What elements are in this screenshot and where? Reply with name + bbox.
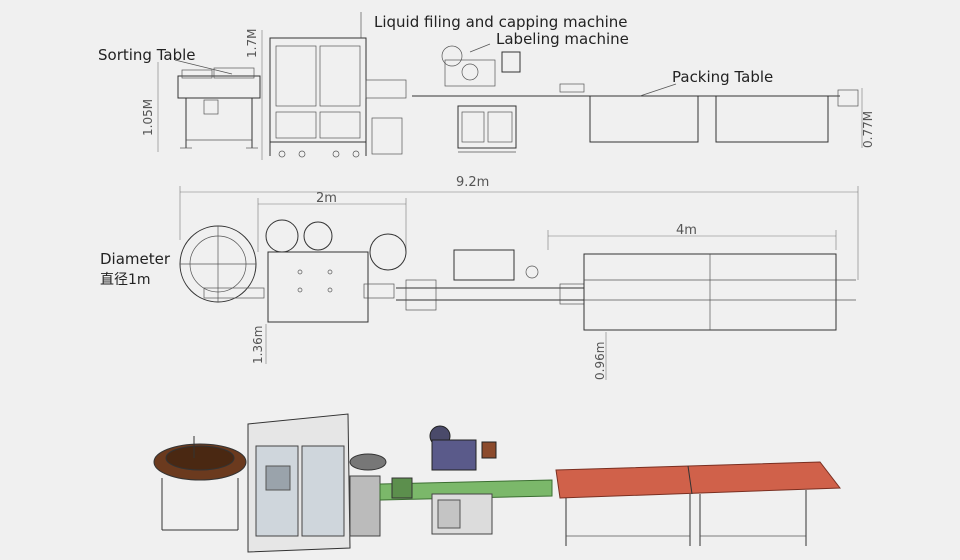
sorter-disc-plan [179,225,265,303]
labeling-machine-label: Labeling machine [496,30,629,48]
dim-packing-depth: 0.96m [593,342,607,380]
sorting-table-elevation [177,67,261,149]
labeling-elevation [412,45,540,153]
sorter-render [153,436,247,531]
dim-total-length: 9.2m [456,175,489,190]
filler-plan [257,198,407,364]
diameter-label: Diameter [100,250,171,268]
diameter-cn-label: 直径1m [100,271,151,288]
conveyor-plan [396,249,585,311]
dim-h-packing: 0.77M [861,111,875,148]
filling-capping-elevation [269,37,407,158]
packing-table-elevation [540,83,859,143]
sorting-table-label: Sorting Table [98,46,196,64]
dim-h-sorting: 1.05M [141,99,155,136]
conveyor-render [379,477,553,501]
render-view [153,413,841,553]
filling-capping-label: Liquid filing and capping machine [374,13,627,31]
packing-table-plan [547,230,856,380]
packing-render [555,461,841,546]
packing-table-label: Packing Table [672,68,773,86]
dim-filler-width: 2m [316,191,337,206]
dim-filler-depth: 1.36m [251,326,265,364]
dim-h-filling: 1.7M [245,29,259,58]
front-elevation [157,12,863,160]
labeler-render [429,425,497,535]
dim-packing-length: 4m [676,223,697,238]
filler-render [247,413,387,553]
plan-view [179,186,859,380]
